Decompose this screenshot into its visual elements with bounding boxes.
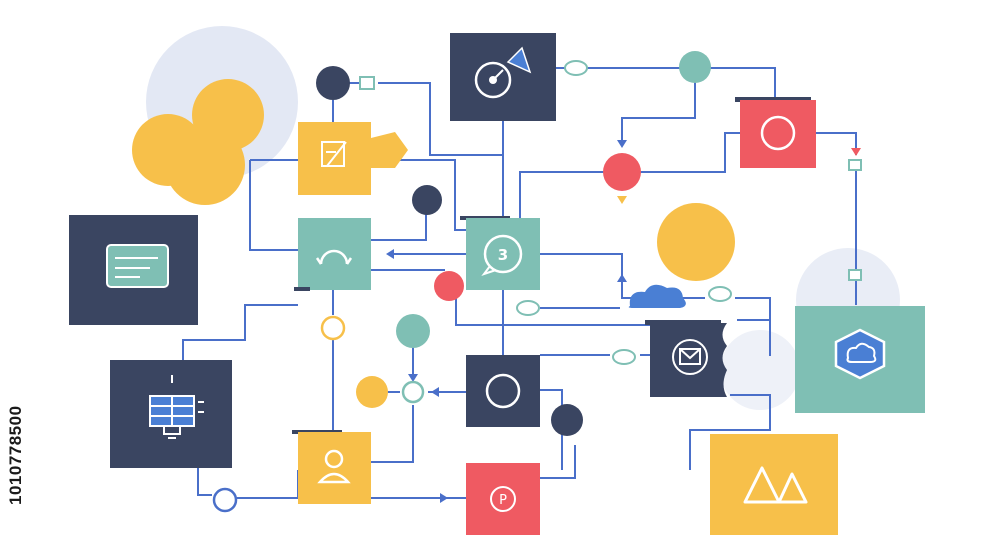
navy-dot-bottom bbox=[551, 404, 583, 436]
id-card-icon bbox=[106, 244, 169, 288]
ring-icon bbox=[485, 373, 521, 409]
server-icon bbox=[149, 395, 204, 439]
red-circle-node bbox=[735, 97, 816, 168]
chat-bubble-icon bbox=[481, 234, 523, 276]
mail-node bbox=[645, 320, 727, 397]
id-card-node bbox=[69, 215, 198, 325]
connector-joints bbox=[359, 60, 862, 365]
ring-node bbox=[466, 355, 540, 427]
chat-node: 3 bbox=[460, 216, 540, 290]
teal-dot-mid bbox=[396, 314, 430, 348]
mountains-node bbox=[710, 434, 838, 535]
red-dot-center bbox=[603, 153, 641, 191]
yellow-arrow-down bbox=[617, 196, 627, 204]
yellow-bubble-3 bbox=[165, 125, 245, 205]
compass-node bbox=[450, 33, 556, 121]
blue-ring-joint bbox=[212, 487, 238, 513]
mountains-icon bbox=[743, 466, 808, 504]
connector-lines bbox=[182, 67, 857, 499]
parking-label: P bbox=[499, 493, 507, 508]
parking-node: P bbox=[466, 463, 540, 535]
server-node bbox=[110, 360, 232, 468]
navy-dot-top bbox=[316, 66, 350, 100]
mail-icon bbox=[672, 339, 708, 375]
yellow-sun bbox=[657, 203, 735, 281]
hexagon-icon bbox=[834, 328, 886, 380]
user-node bbox=[292, 430, 371, 504]
cloud-icon bbox=[628, 284, 686, 308]
user-icon bbox=[317, 449, 351, 484]
arrow-heads bbox=[386, 140, 627, 503]
edit-node bbox=[298, 122, 408, 195]
refresh-node bbox=[294, 218, 371, 291]
yellow-ring-joint bbox=[320, 315, 346, 341]
edit-icon bbox=[321, 141, 347, 167]
compass-icon bbox=[474, 46, 532, 99]
hexagon-node bbox=[795, 306, 925, 413]
chat-badge-label: 3 bbox=[498, 246, 508, 264]
navy-dot-mid bbox=[412, 185, 442, 215]
bg-cloud-circle-2 bbox=[720, 330, 800, 410]
teal-ring-joint bbox=[401, 380, 425, 404]
red-dot-small bbox=[434, 271, 464, 301]
refresh-icon bbox=[315, 249, 353, 265]
teal-dot-top bbox=[679, 51, 711, 83]
yellow-dot-small bbox=[356, 376, 388, 408]
red-arrow-down bbox=[851, 148, 861, 156]
parking-icon bbox=[490, 486, 516, 512]
circle-icon bbox=[760, 115, 796, 151]
